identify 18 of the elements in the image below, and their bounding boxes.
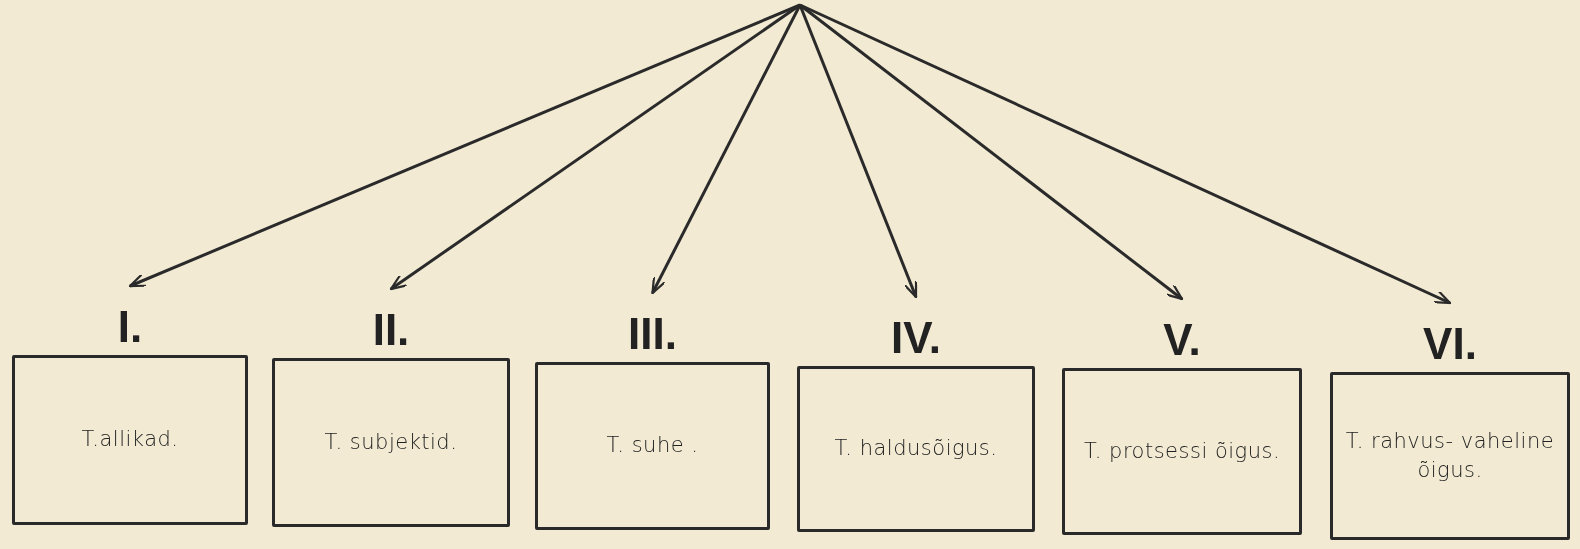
topic-text: T. suhe . bbox=[606, 432, 699, 460]
roman-numeral-heading: I. bbox=[117, 301, 143, 353]
topic-text: T. haldusõigus. bbox=[834, 435, 998, 463]
arrow bbox=[798, 4, 918, 299]
arrow bbox=[651, 4, 802, 295]
arrow bbox=[799, 3, 1184, 301]
arrow bbox=[799, 3, 1452, 305]
roman-numeral-heading: V. bbox=[1163, 314, 1201, 366]
roman-numeral-heading: III. bbox=[628, 308, 677, 360]
arrow bbox=[128, 3, 801, 288]
topic-text: T. subjektid. bbox=[324, 428, 458, 456]
roman-numeral-heading: IV. bbox=[891, 312, 941, 364]
topic-text: T.allikad. bbox=[81, 426, 179, 454]
topic-text: T. rahvus- vaheline õigus. bbox=[1344, 427, 1556, 484]
arrow bbox=[389, 3, 801, 291]
roman-numeral-heading: VI. bbox=[1423, 318, 1477, 370]
roman-numeral-heading: II. bbox=[372, 304, 410, 356]
topic-text: T. protsessi õigus. bbox=[1083, 437, 1281, 465]
